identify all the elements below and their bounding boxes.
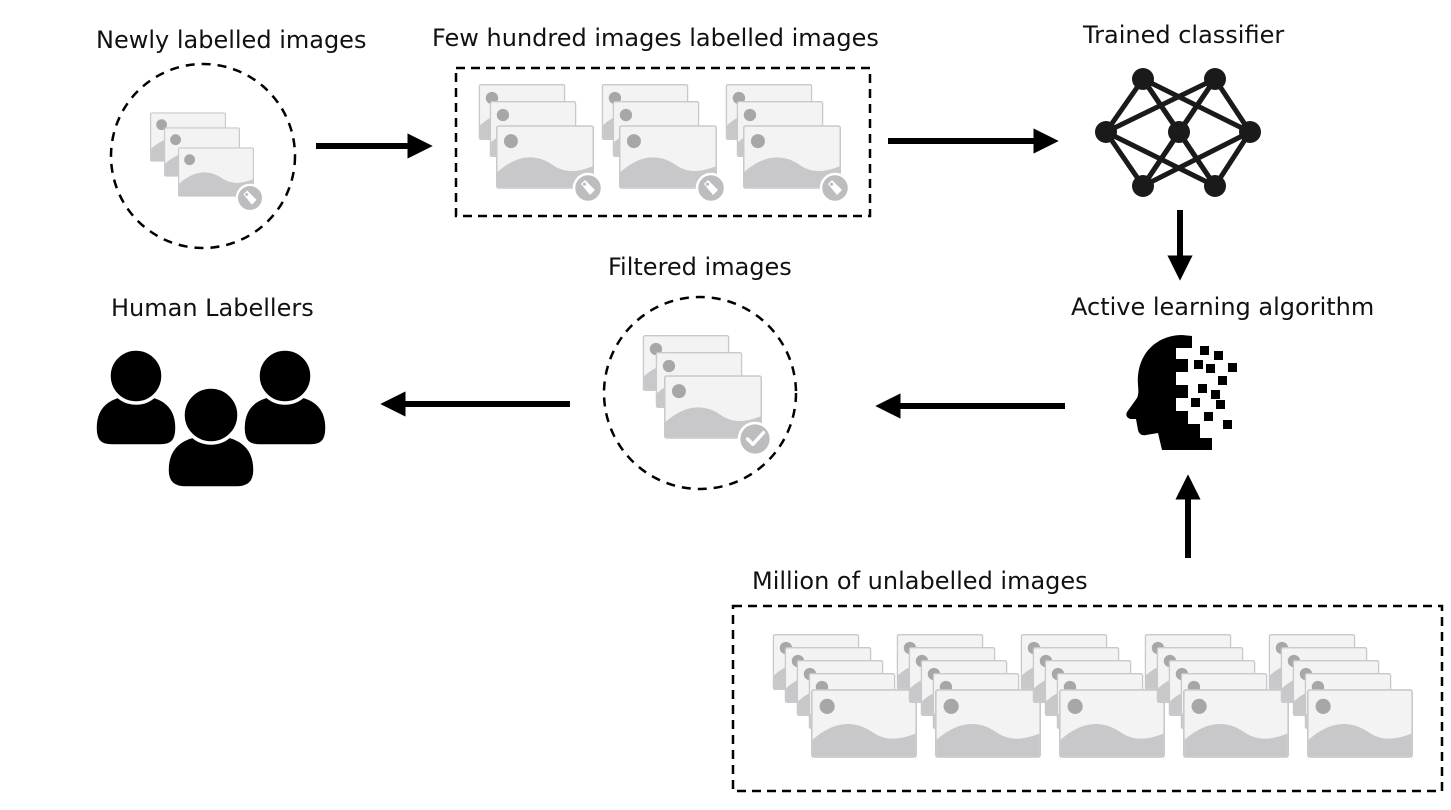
unlabelled-photo-stack — [1268, 633, 1414, 758]
photo-thumbnail — [1306, 689, 1414, 758]
tag-icon — [235, 183, 265, 213]
tag-icon — [572, 172, 604, 204]
few-hundred-stack-2 — [601, 83, 727, 204]
photo-thumbnail — [934, 689, 1042, 758]
few-hundred-boundary — [454, 66, 872, 218]
ai-head-icon — [1126, 335, 1237, 450]
million-unlabelled-boundary — [731, 604, 1444, 793]
tag-icon — [695, 172, 727, 204]
person-icon — [241, 347, 329, 448]
million-unlabelled-group — [731, 604, 1444, 793]
few-hundred-stack-1 — [478, 83, 604, 204]
filtered-boundary — [602, 295, 798, 491]
newly-labelled-group — [109, 62, 297, 250]
unlabelled-photo-stack — [896, 633, 1042, 758]
newly-labelled-stack — [149, 112, 265, 213]
people-group-icon — [93, 347, 329, 490]
unlabelled-photo-stack — [1020, 633, 1166, 758]
person-icon — [165, 385, 257, 490]
filtered-group — [602, 295, 798, 491]
photo-thumbnail — [810, 689, 918, 758]
filtered-stack — [642, 334, 773, 457]
photo-thumbnail — [1182, 689, 1290, 758]
arrows — [316, 128, 1201, 558]
newly-labelled-boundary — [109, 62, 297, 250]
few-hundred-group — [454, 66, 872, 218]
few-hundred-stack-3 — [725, 83, 851, 204]
check-icon — [737, 421, 773, 457]
neural-network-icon — [1095, 68, 1261, 197]
tag-icon — [819, 172, 851, 204]
million-unlabelled-stacks — [772, 633, 1414, 758]
photo-thumbnail — [1058, 689, 1166, 758]
unlabelled-photo-stack — [772, 633, 918, 758]
person-icon — [93, 347, 179, 448]
unlabelled-photo-stack — [1144, 633, 1290, 758]
